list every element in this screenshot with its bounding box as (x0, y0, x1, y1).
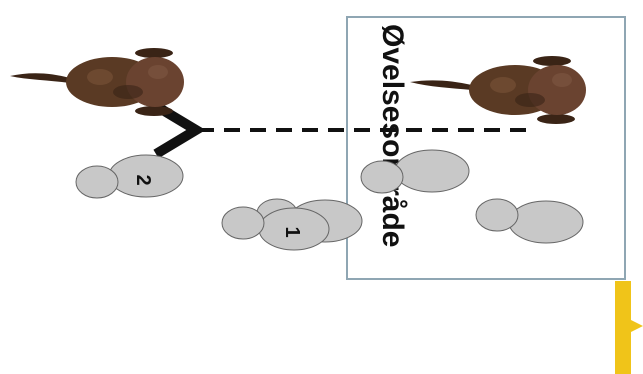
fish-right (410, 56, 586, 124)
stone-group-4 (475, 198, 584, 244)
fish-left (10, 48, 184, 116)
marker-number-1: 1 (281, 226, 303, 237)
stone-group-1 (221, 198, 363, 251)
stone-group-2 (75, 154, 184, 199)
marker-number-2: 2 (132, 174, 154, 185)
training-area-label: Øvelsesområde (376, 24, 409, 247)
yellow-post (615, 281, 643, 374)
training-area-box (346, 16, 626, 280)
stone-group-3 (360, 149, 470, 194)
